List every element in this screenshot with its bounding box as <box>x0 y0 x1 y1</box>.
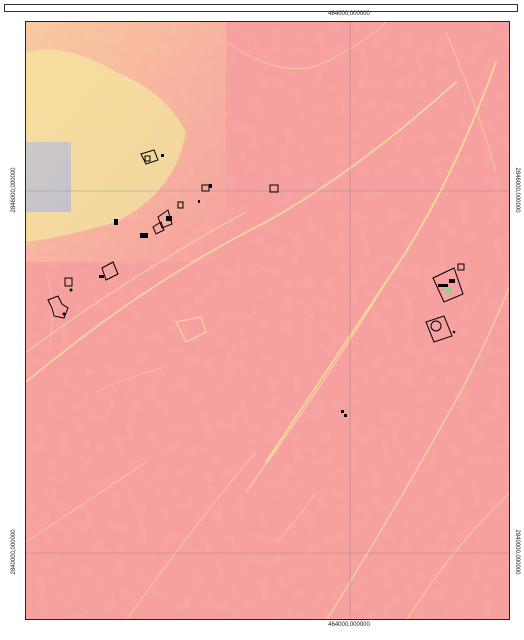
feature-polygon <box>432 267 464 303</box>
feature-point <box>140 233 148 238</box>
map-frame[interactable] <box>25 21 510 620</box>
feature-outlines <box>47 149 465 343</box>
feature-point <box>438 284 448 287</box>
feature-polygon <box>269 184 279 193</box>
feature-point <box>449 279 455 283</box>
grid-label-right-northing-lower: 2840000,000000 <box>514 529 520 575</box>
feature-polygon <box>425 315 453 343</box>
title-bar-empty <box>4 4 518 12</box>
grid-label-left-northing-upper: 2846000,000000 <box>11 167 17 213</box>
feature-point <box>161 154 164 157</box>
feature-point <box>99 275 104 278</box>
grid-label-right-northing-upper: 2846000,000000 <box>514 167 520 213</box>
feature-point <box>166 216 172 221</box>
feature-polygon <box>101 261 119 281</box>
feature-polygon <box>177 201 184 209</box>
terrain-ridges <box>26 22 509 619</box>
vegetation-patch <box>446 288 452 294</box>
feature-fills <box>62 154 456 417</box>
grid-label-top-easting: 464000,000000 <box>328 11 370 17</box>
map-canvas[interactable] <box>26 22 510 620</box>
feature-point <box>69 288 73 292</box>
feature-polygon <box>152 221 165 235</box>
feature-polygon <box>64 277 73 287</box>
feature-point <box>198 200 200 203</box>
map-grid <box>26 22 509 619</box>
feature-point <box>341 410 344 413</box>
feature-point <box>62 312 66 316</box>
feature-polygon <box>457 263 465 271</box>
feature-polygon <box>47 295 69 319</box>
grid-label-left-northing-lower: 2840000,000000 <box>11 529 17 575</box>
feature-point <box>114 219 118 225</box>
feature-point <box>452 330 456 334</box>
feature-polygon <box>430 320 442 332</box>
feature-point <box>209 184 212 188</box>
feature-point <box>344 414 347 417</box>
grid-label-bottom-easting: 464000,000000 <box>328 622 370 628</box>
feature-polygon <box>144 155 151 162</box>
glare-patch <box>26 22 226 262</box>
feature-polygon <box>157 209 173 229</box>
feature-polygon <box>140 149 159 165</box>
